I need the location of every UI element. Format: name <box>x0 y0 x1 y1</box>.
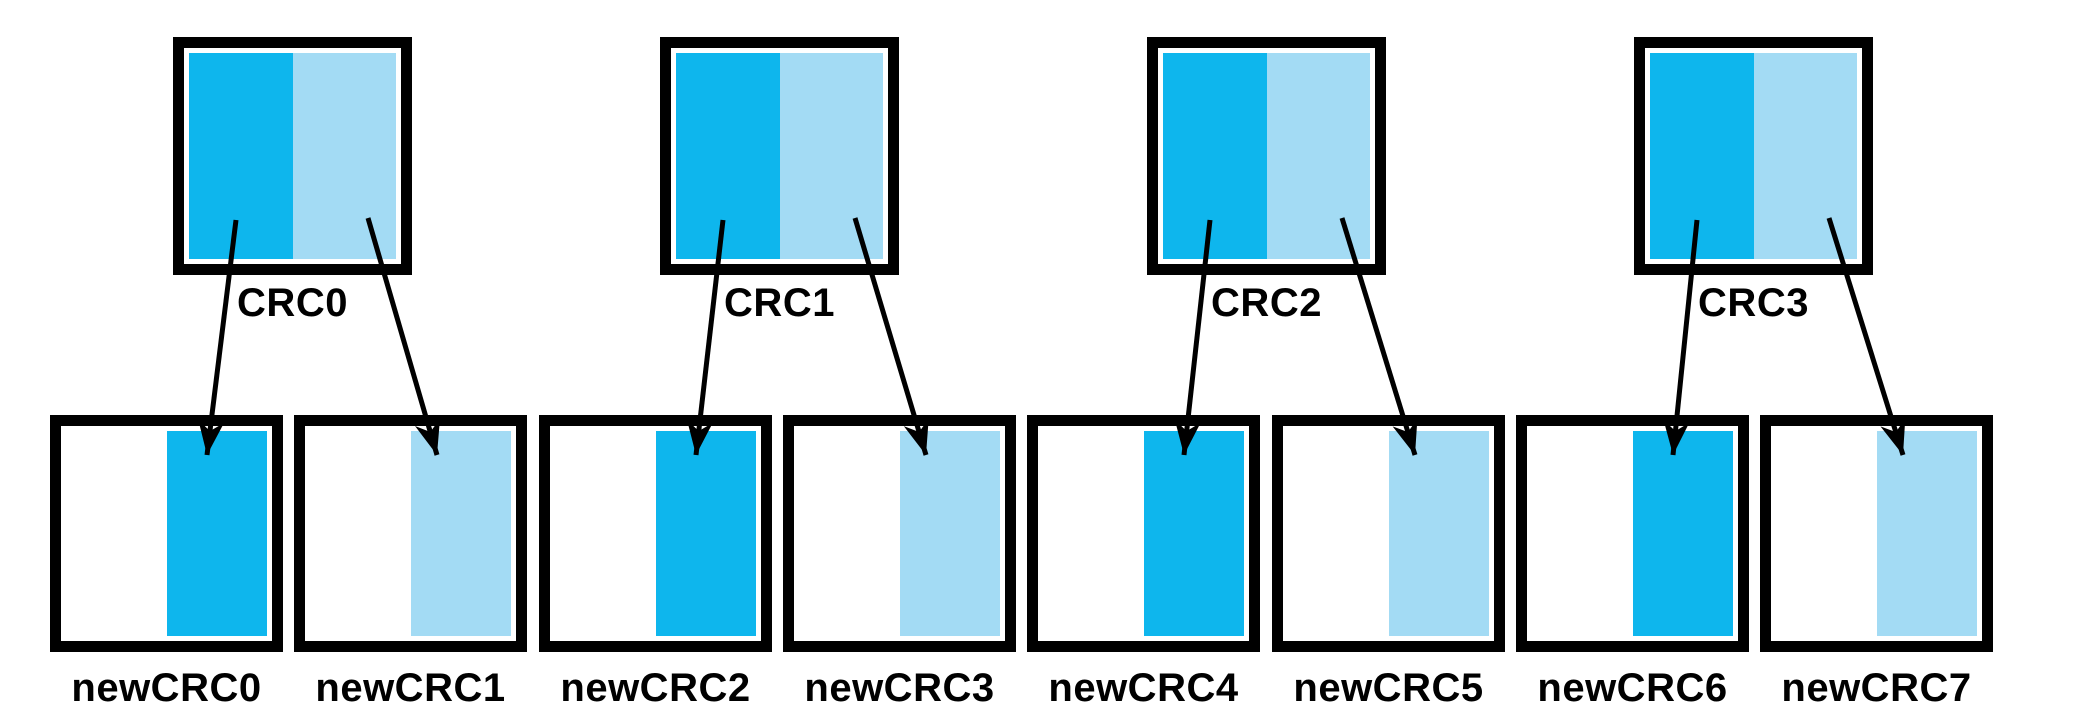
newcrc0-empty-half <box>66 431 167 636</box>
newcrc0-label: newCRC0 <box>71 666 262 710</box>
crc1-right-half <box>779 53 883 259</box>
newcrc5-box <box>1272 415 1505 652</box>
newcrc1-box <box>294 415 527 652</box>
newcrc2-box <box>539 415 772 652</box>
crc3-label: CRC3 <box>1698 281 1809 325</box>
newcrc5-label: newCRC5 <box>1293 666 1484 710</box>
newcrc1-fill <box>410 431 511 636</box>
crc0-box <box>173 37 412 275</box>
newcrc7-empty-half <box>1776 431 1877 636</box>
newcrc5-empty-half <box>1288 431 1389 636</box>
newcrc2-label: newCRC2 <box>560 666 751 710</box>
crc2-label: CRC2 <box>1211 281 1322 325</box>
newcrc2-fill <box>655 431 756 636</box>
newcrc7-box <box>1760 415 1993 652</box>
newcrc3-box <box>783 415 1016 652</box>
newcrc3-empty-half <box>799 431 900 636</box>
newcrc3-label: newCRC3 <box>804 666 995 710</box>
crc3-box <box>1634 37 1873 275</box>
crc3-left-half <box>1650 53 1754 259</box>
crc2-right-half <box>1266 53 1370 259</box>
newcrc1-empty-half <box>310 431 411 636</box>
newcrc7-label: newCRC7 <box>1781 666 1972 710</box>
newcrc6-fill <box>1632 431 1733 636</box>
crc2-left-half <box>1163 53 1267 259</box>
crc1-left-half <box>676 53 780 259</box>
newcrc3-fill <box>899 431 1000 636</box>
crc0-left-half <box>189 53 293 259</box>
newcrc6-label: newCRC6 <box>1537 666 1728 710</box>
newcrc2-empty-half <box>555 431 656 636</box>
newcrc1-label: newCRC1 <box>315 666 506 710</box>
newcrc0-box <box>50 415 283 652</box>
newcrc6-box <box>1516 415 1749 652</box>
newcrc4-box <box>1027 415 1260 652</box>
crc1-label: CRC1 <box>724 281 835 325</box>
crc0-label: CRC0 <box>237 281 348 325</box>
newcrc6-empty-half <box>1532 431 1633 636</box>
crc0-right-half <box>292 53 396 259</box>
crc2-box <box>1147 37 1386 275</box>
newcrc4-fill <box>1143 431 1244 636</box>
newcrc7-fill <box>1876 431 1977 636</box>
newcrc0-fill <box>166 431 267 636</box>
newcrc4-label: newCRC4 <box>1048 666 1239 710</box>
newcrc4-empty-half <box>1043 431 1144 636</box>
crc1-box <box>660 37 899 275</box>
crc3-right-half <box>1753 53 1857 259</box>
newcrc5-fill <box>1388 431 1489 636</box>
